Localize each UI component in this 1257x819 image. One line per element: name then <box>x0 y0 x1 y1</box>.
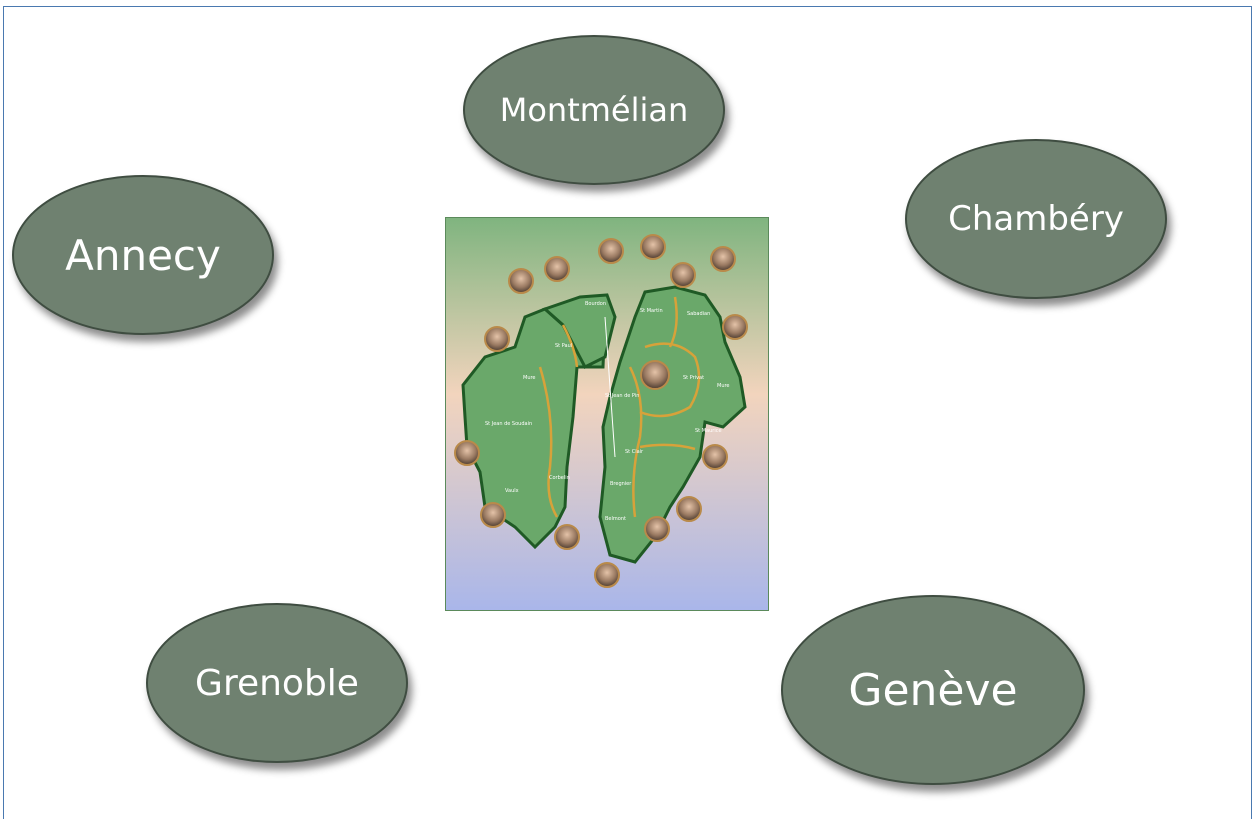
svg-text:Vaulx: Vaulx <box>505 488 519 494</box>
city-label-grenoble: Grenoble <box>195 662 359 704</box>
territory-left <box>461 307 607 550</box>
svg-text:Mure: Mure <box>717 383 730 389</box>
city-node-geneve: Genève <box>781 595 1085 785</box>
territory-right <box>598 285 747 564</box>
city-node-annecy: Annecy <box>12 175 274 335</box>
svg-text:St Maurice: St Maurice <box>695 428 722 434</box>
city-label-chambery: Chambéry <box>948 199 1124 239</box>
svg-text:Corbelin: Corbelin <box>549 475 570 481</box>
svg-text:St Jean de Soudain: St Jean de Soudain <box>485 421 532 427</box>
city-label-annecy: Annecy <box>65 230 221 280</box>
city-label-montmelian: Montmélian <box>499 91 689 129</box>
city-label-geneve: Genève <box>848 664 1018 716</box>
svg-text:St Jean de Pin: St Jean de Pin <box>605 393 639 399</box>
svg-text:St Martin: St Martin <box>640 308 663 314</box>
city-node-grenoble: Grenoble <box>146 603 408 763</box>
city-node-chambery: Chambéry <box>905 139 1167 299</box>
city-node-montmelian: Montmélian <box>463 35 725 185</box>
central-territory-map: St Jean de Soudain Mure St Paul Vaulx Co… <box>445 217 769 611</box>
svg-text:St Clair: St Clair <box>625 449 644 455</box>
svg-text:Mure: Mure <box>523 375 536 381</box>
svg-text:St Paul: St Paul <box>555 343 572 349</box>
diagram-canvas: Montmélian Annecy Chambéry Grenoble Genè… <box>3 6 1252 819</box>
svg-text:Belmont: Belmont <box>605 516 626 522</box>
svg-text:Bregnier: Bregnier <box>610 481 632 487</box>
svg-text:Sabadian: Sabadian <box>687 311 710 317</box>
svg-text:Bourdon: Bourdon <box>585 301 606 307</box>
svg-text:St Privat: St Privat <box>683 375 704 381</box>
